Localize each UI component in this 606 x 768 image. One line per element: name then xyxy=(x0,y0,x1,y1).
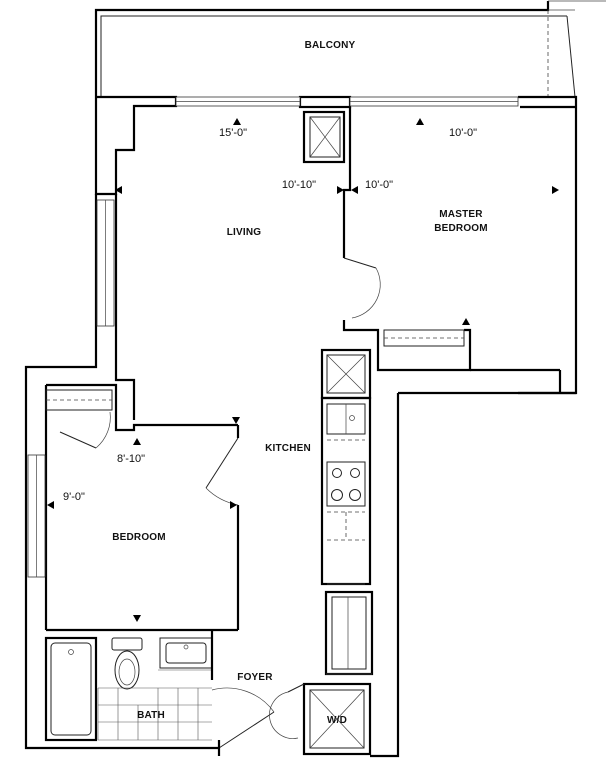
arrow-bedroom-top xyxy=(232,417,240,424)
master-bedroom-walls xyxy=(342,107,562,393)
master-depth-label: 10'-0" xyxy=(365,179,393,191)
bath-label: BATH xyxy=(137,710,165,721)
kitchen-cabinets xyxy=(320,348,374,676)
kitchen-label: KITCHEN xyxy=(265,443,311,454)
arrow-master-right xyxy=(552,186,559,194)
dimension-markers xyxy=(47,118,559,622)
arrow-living-width xyxy=(233,118,241,125)
arrow-bedroom-right xyxy=(230,501,237,509)
duct-shaft xyxy=(302,110,346,164)
master-label-line2: BEDROOM xyxy=(434,223,488,234)
arrow-living-right xyxy=(337,186,344,194)
arrow-bedroom-width xyxy=(133,438,141,445)
bedroom-width-label: 8'-10" xyxy=(117,453,145,465)
balcony-label: BALCONY xyxy=(305,40,356,51)
arrow-living-left xyxy=(115,186,122,194)
master-width-label: 10'-0" xyxy=(449,127,477,139)
bath-tiles xyxy=(97,669,212,741)
arrow-bedroom-left xyxy=(47,501,54,509)
master-label-line1: MASTER xyxy=(439,209,483,220)
living-width-label: 15'-0" xyxy=(219,127,247,139)
arrow-master-width xyxy=(416,118,424,125)
balcony-area xyxy=(94,0,606,98)
foyer-label: FOYER xyxy=(237,672,273,683)
arrow-bedroom-bottom xyxy=(133,615,141,622)
bathroom xyxy=(44,630,275,756)
wd-label: W/D xyxy=(327,715,347,726)
washer-dryer xyxy=(269,682,372,756)
arrow-master-left xyxy=(351,186,358,194)
exterior-walls xyxy=(24,95,578,758)
living-depth-label: 10'-10" xyxy=(282,179,316,191)
bedroom-walls xyxy=(44,383,240,632)
living-label: LIVING xyxy=(227,227,262,238)
bedroom-depth-label: 9'-0" xyxy=(63,491,85,503)
arrow-master-bottom xyxy=(462,318,470,325)
bedroom-label: BEDROOM xyxy=(112,532,166,543)
windows xyxy=(27,96,519,578)
